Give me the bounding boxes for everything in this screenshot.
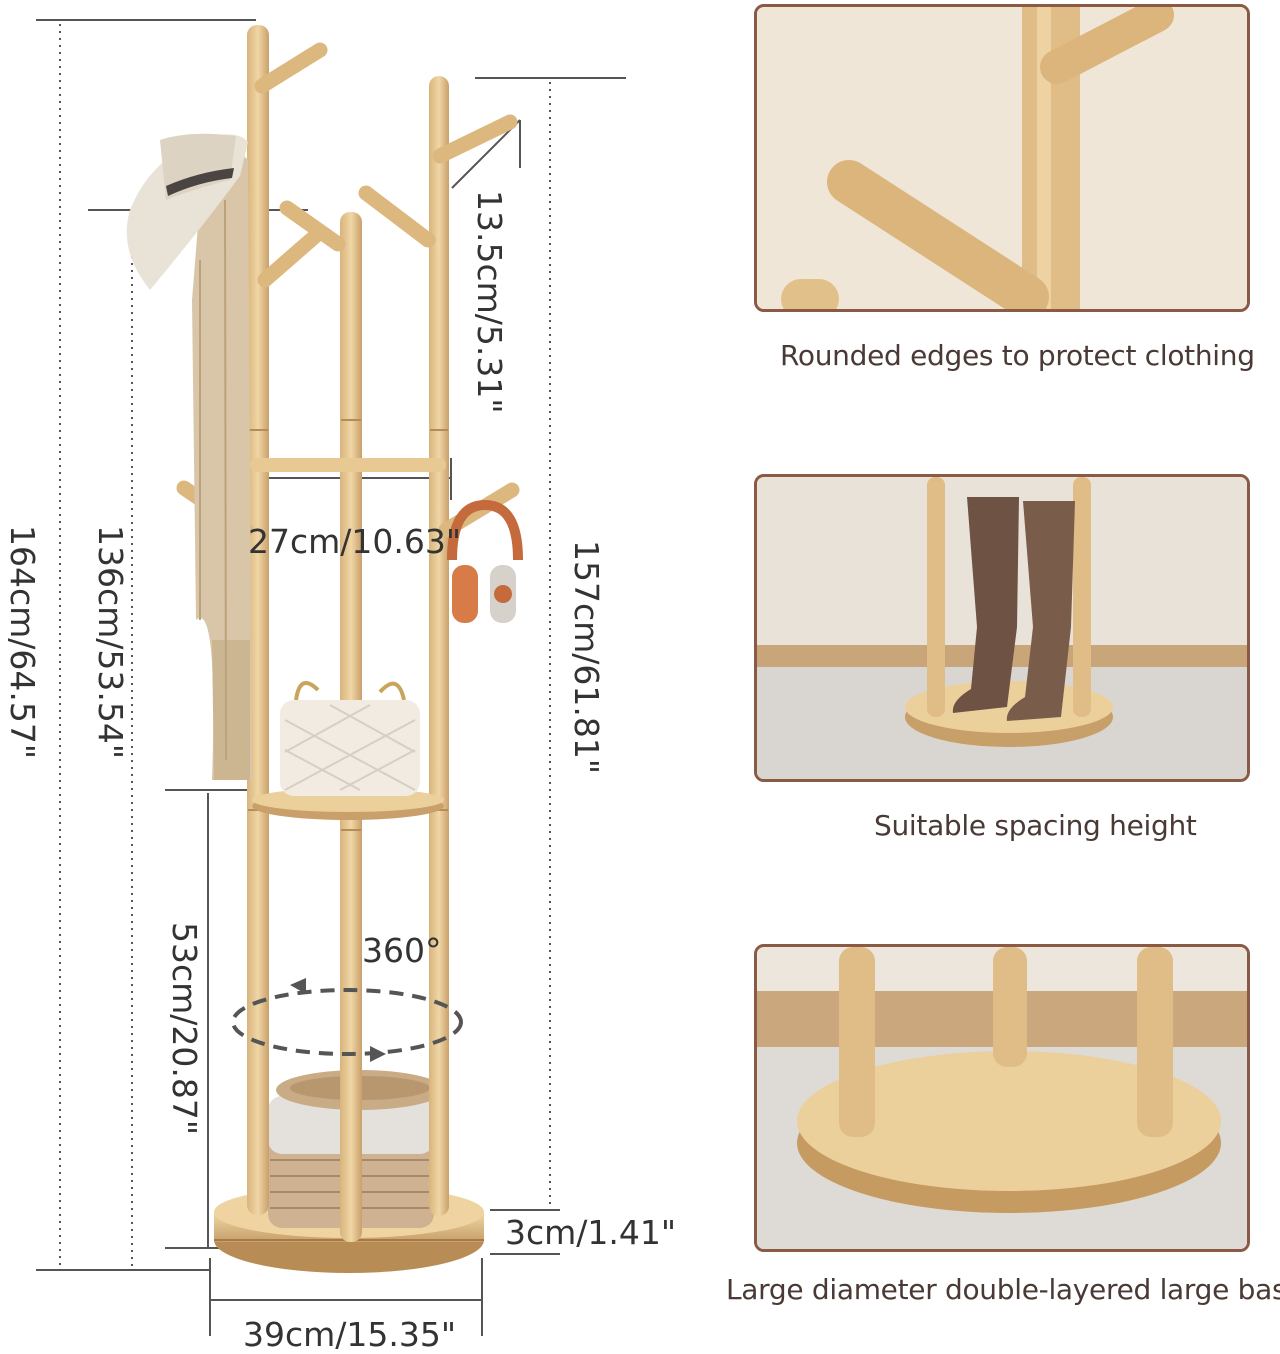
hook-closeup-image (757, 7, 1247, 309)
hook-height-label: 136cm/53.54" (91, 525, 130, 760)
short-pole-height-label: 157cm/61.81" (567, 540, 606, 775)
feature-caption-hooks: Rounded edges to protect clothing (780, 339, 1255, 372)
rotation-label: 360° (362, 931, 442, 970)
base-thickness-label: 3cm/1.41" (505, 1213, 677, 1252)
upper-width-label: 27cm/10.63" (248, 522, 462, 561)
total-height-label: 164cm/64.57" (3, 525, 42, 760)
feature-caption-base: Large diameter double-layered large base (726, 1273, 1280, 1306)
feature-panel-hooks (754, 4, 1250, 312)
feature-panel-spacing (754, 474, 1250, 782)
feature-caption-spacing: Suitable spacing height (874, 809, 1197, 842)
headphones (447, 499, 523, 623)
coat-rack-illustration (36, 19, 626, 1336)
lower-height-label: 53cm/20.87" (165, 922, 204, 1136)
coat-rack-drawing (36, 19, 626, 1336)
feature-panel-base (754, 944, 1250, 1252)
base-closeup-image (757, 947, 1247, 1249)
hook-length-label: 13.5cm/5.31" (470, 190, 509, 414)
base-diameter-label: 39cm/15.35" (243, 1315, 457, 1354)
dimension-lines (36, 19, 626, 1336)
handbag (280, 681, 420, 796)
boots-closeup-image (757, 477, 1247, 779)
hat (126, 133, 248, 290)
